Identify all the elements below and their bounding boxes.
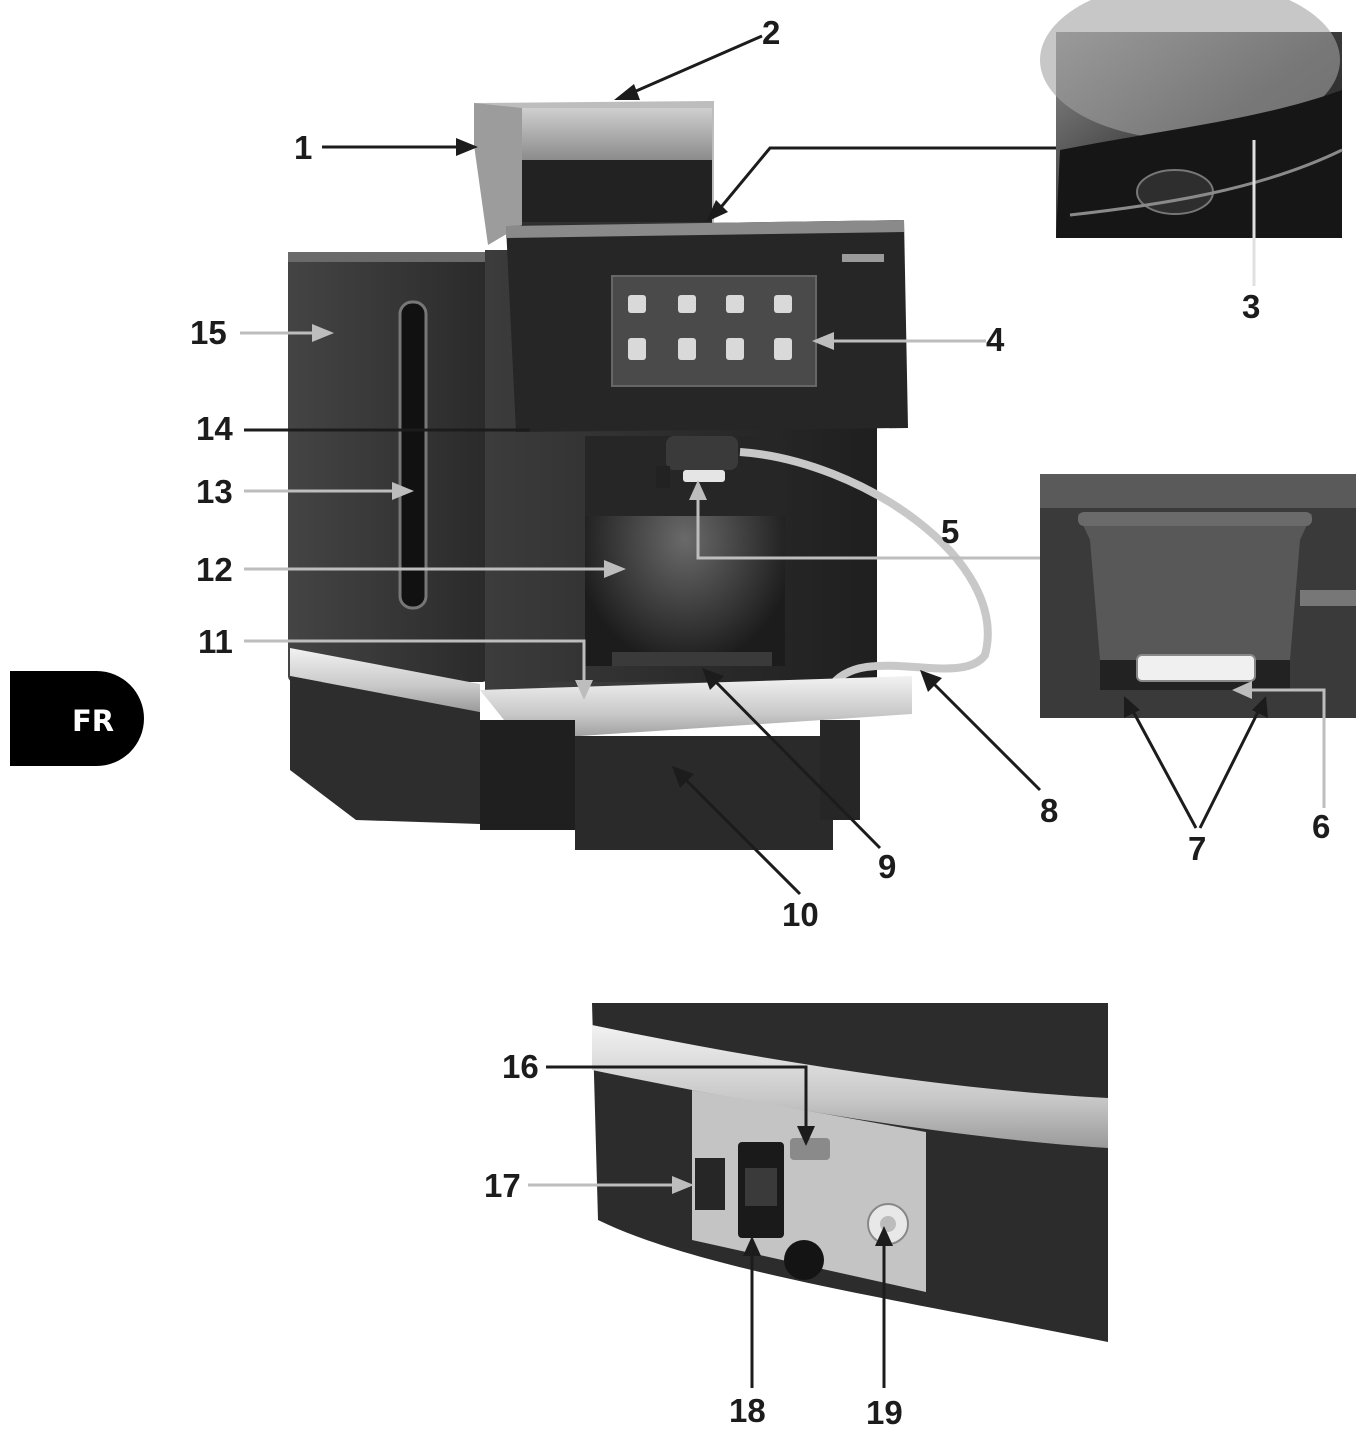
callout-label-7: 7: [1188, 832, 1206, 865]
callout-label-18: 18: [729, 1394, 766, 1427]
arrowhead-2: [614, 84, 640, 100]
callout-label-13: 13: [196, 475, 233, 508]
callout-label-17: 17: [484, 1169, 521, 1202]
callout-label-3: 3: [1242, 290, 1260, 323]
callout-label-19: 19: [866, 1396, 903, 1429]
leader-2: [620, 36, 762, 98]
control-panel: [506, 220, 908, 432]
callout-label-4: 4: [986, 323, 1004, 356]
language-tab-label: FR: [72, 704, 114, 738]
leader-7a: [1127, 700, 1196, 828]
rear-panel: [592, 1003, 1108, 1342]
callout-label-12: 12: [196, 553, 233, 586]
leader-7b: [1200, 700, 1264, 828]
callout-label-11: 11: [198, 625, 233, 658]
leader-8: [924, 674, 1040, 790]
callout-label-9: 9: [878, 850, 896, 883]
callout-label-10: 10: [782, 898, 819, 931]
inset-dispenser: [1040, 474, 1356, 718]
coffee-machine: [288, 101, 988, 850]
callout-label-16: 16: [502, 1050, 539, 1083]
language-tab: FR: [10, 671, 144, 766]
callout-label-8: 8: [1040, 794, 1058, 827]
callout-label-2: 2: [762, 16, 780, 49]
water-tank: [288, 252, 488, 682]
callout-label-6: 6: [1312, 810, 1330, 843]
callout-label-14: 14: [196, 412, 233, 445]
inset-brew-unit: [1040, 0, 1342, 238]
callout-label-5: 5: [941, 515, 959, 548]
bean-hopper: [474, 101, 714, 245]
leader-3-upper: [712, 148, 1056, 218]
callout-label-15: 15: [190, 316, 227, 349]
callout-label-1: 1: [294, 131, 312, 164]
